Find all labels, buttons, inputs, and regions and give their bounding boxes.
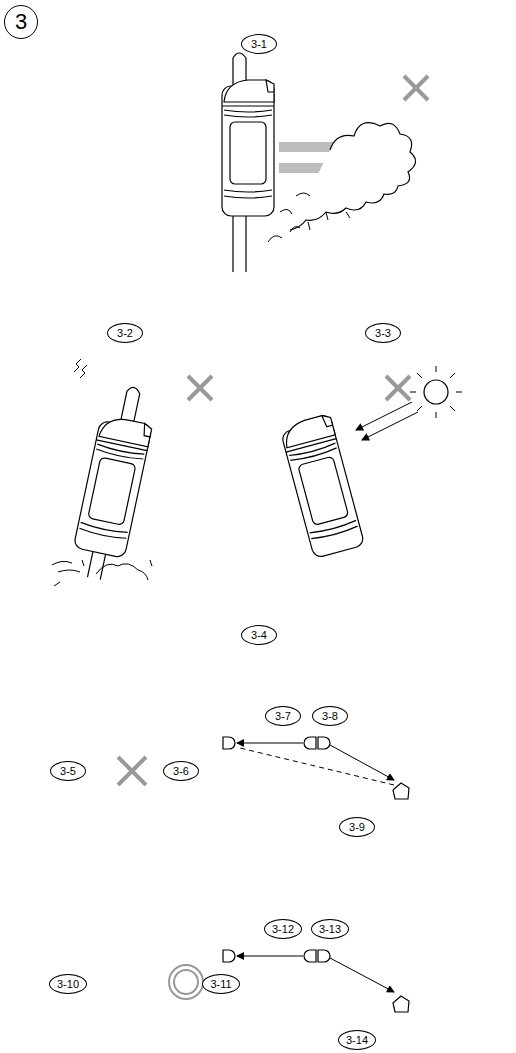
callout-number: 3-8 (312, 706, 348, 726)
callout-number: 3-11 (202, 974, 240, 994)
callout-number: 3-1 (241, 34, 277, 54)
callout-number: 3-4 (241, 625, 277, 645)
wrong-layout-figure (118, 737, 409, 799)
callout-number: 3-13 (311, 919, 349, 939)
callout-number: 3-2 (107, 323, 143, 343)
callout-number: 3 (4, 5, 38, 39)
sun-facing-figure (279, 366, 462, 558)
callout-number: 3-5 (50, 761, 86, 781)
callout-number: 3-6 (163, 761, 199, 781)
tilted-pole-figure (52, 359, 212, 586)
callout-number: 3-12 (264, 919, 302, 939)
callout-number: 3-10 (49, 974, 87, 994)
callout-number: 3-3 (365, 323, 401, 343)
pole-mount-figure (222, 53, 428, 272)
callout-number: 3-7 (265, 706, 301, 726)
correct-layout-figure (169, 950, 409, 1012)
callout-number: 3-14 (338, 1030, 376, 1050)
callout-number: 3-9 (339, 817, 375, 837)
